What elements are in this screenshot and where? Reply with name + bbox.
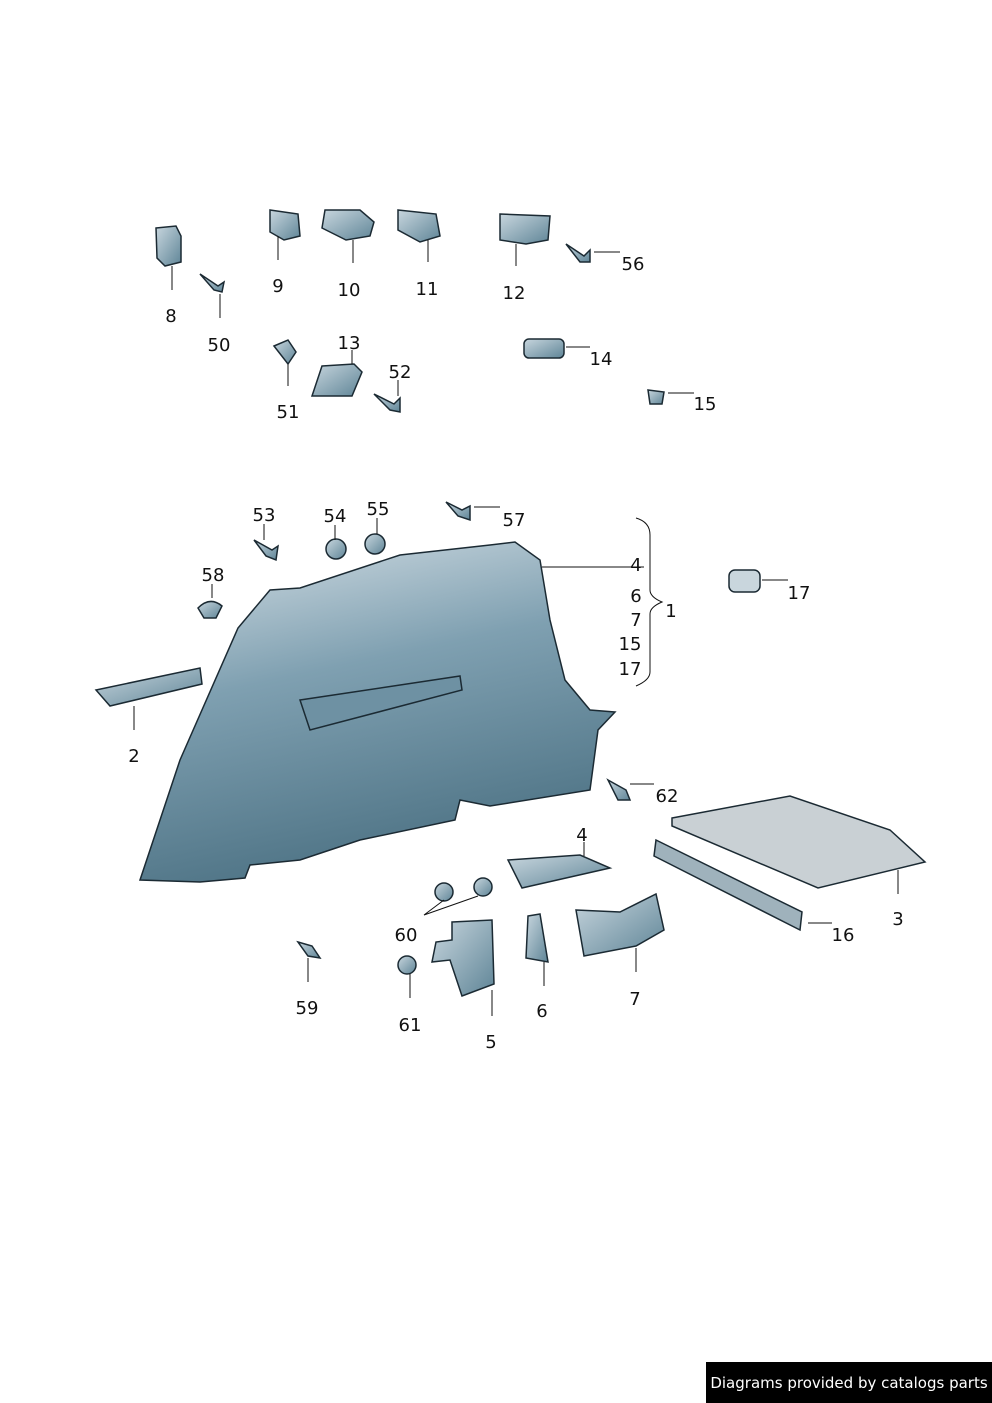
callout-label: 57 [502,510,526,531]
part-4-cover [506,854,613,889]
callout-label: 51 [276,402,300,423]
callout-label: 58 [201,565,225,586]
callout-label: 4 [576,825,588,846]
part-54-nut [325,538,347,560]
part-11 [397,209,441,243]
part-56-screw [565,243,591,263]
callout-label: 7 [629,989,641,1010]
attribution-footer: Diagrams provided by catalogs parts [706,1362,992,1403]
callout-label: 54 [323,506,347,527]
callout-label: 3 [892,909,904,930]
part-5-bracket [431,919,495,997]
callout-label: 10 [337,280,361,301]
callout-label: 5 [485,1032,497,1053]
callout-label: 56 [621,254,645,275]
part-59-clip [296,940,322,960]
part-15-clip [647,389,665,405]
callout-label: 17 [787,583,811,604]
part-57-screw [445,501,471,522]
part-51 [272,339,297,366]
part-55-nut [364,533,386,555]
part-60-nut-b [473,877,493,897]
part-1-recess [299,675,463,731]
callout-label: 62 [655,786,679,807]
part-12 [499,213,551,245]
part-16-strip [653,838,803,932]
part-13 [310,363,363,397]
part-62-clip [606,778,632,801]
part-50-screw [199,273,226,293]
callout-label: 8 [165,306,177,327]
part-58-clip [197,600,223,619]
callout-label: 61 [398,1015,422,1036]
callout-label: 13 [337,333,361,354]
part-53-screw [253,539,279,562]
callout-label: 17 [618,659,642,680]
part-8 [155,225,182,267]
callout-label: 11 [415,279,439,300]
callout-label: 15 [693,394,717,415]
part-17-grommet [728,569,761,593]
part-52-screw [373,393,401,413]
leader-lines [133,236,899,1016]
callout-label: 52 [388,362,412,383]
callout-label: 16 [831,925,855,946]
callout-label: 59 [295,998,319,1019]
part-61-nut [397,955,417,975]
callout-label: 9 [272,276,284,297]
callout-label: 14 [589,349,613,370]
part-7-bracket [575,892,665,957]
callout-label: 7 [630,610,642,631]
part-2-strip [94,667,203,707]
callout-label: 2 [128,746,140,767]
callout-label: 6 [630,586,642,607]
part-14 [523,338,565,359]
callout-label: 15 [618,634,642,655]
callout-label: 53 [252,505,276,526]
callout-label: 6 [536,1001,548,1022]
part-3-floor [671,795,927,889]
callout-label: 1 [665,601,677,622]
part-10 [321,209,375,241]
callout-label: 60 [394,925,418,946]
callout-label: 55 [366,499,390,520]
callout-label: 12 [502,283,526,304]
callout-label: 50 [207,335,231,356]
part-60-nut-a [434,882,454,902]
part-9 [269,209,301,241]
part-6-bracket [525,913,549,963]
callout-label: 4 [630,555,642,576]
